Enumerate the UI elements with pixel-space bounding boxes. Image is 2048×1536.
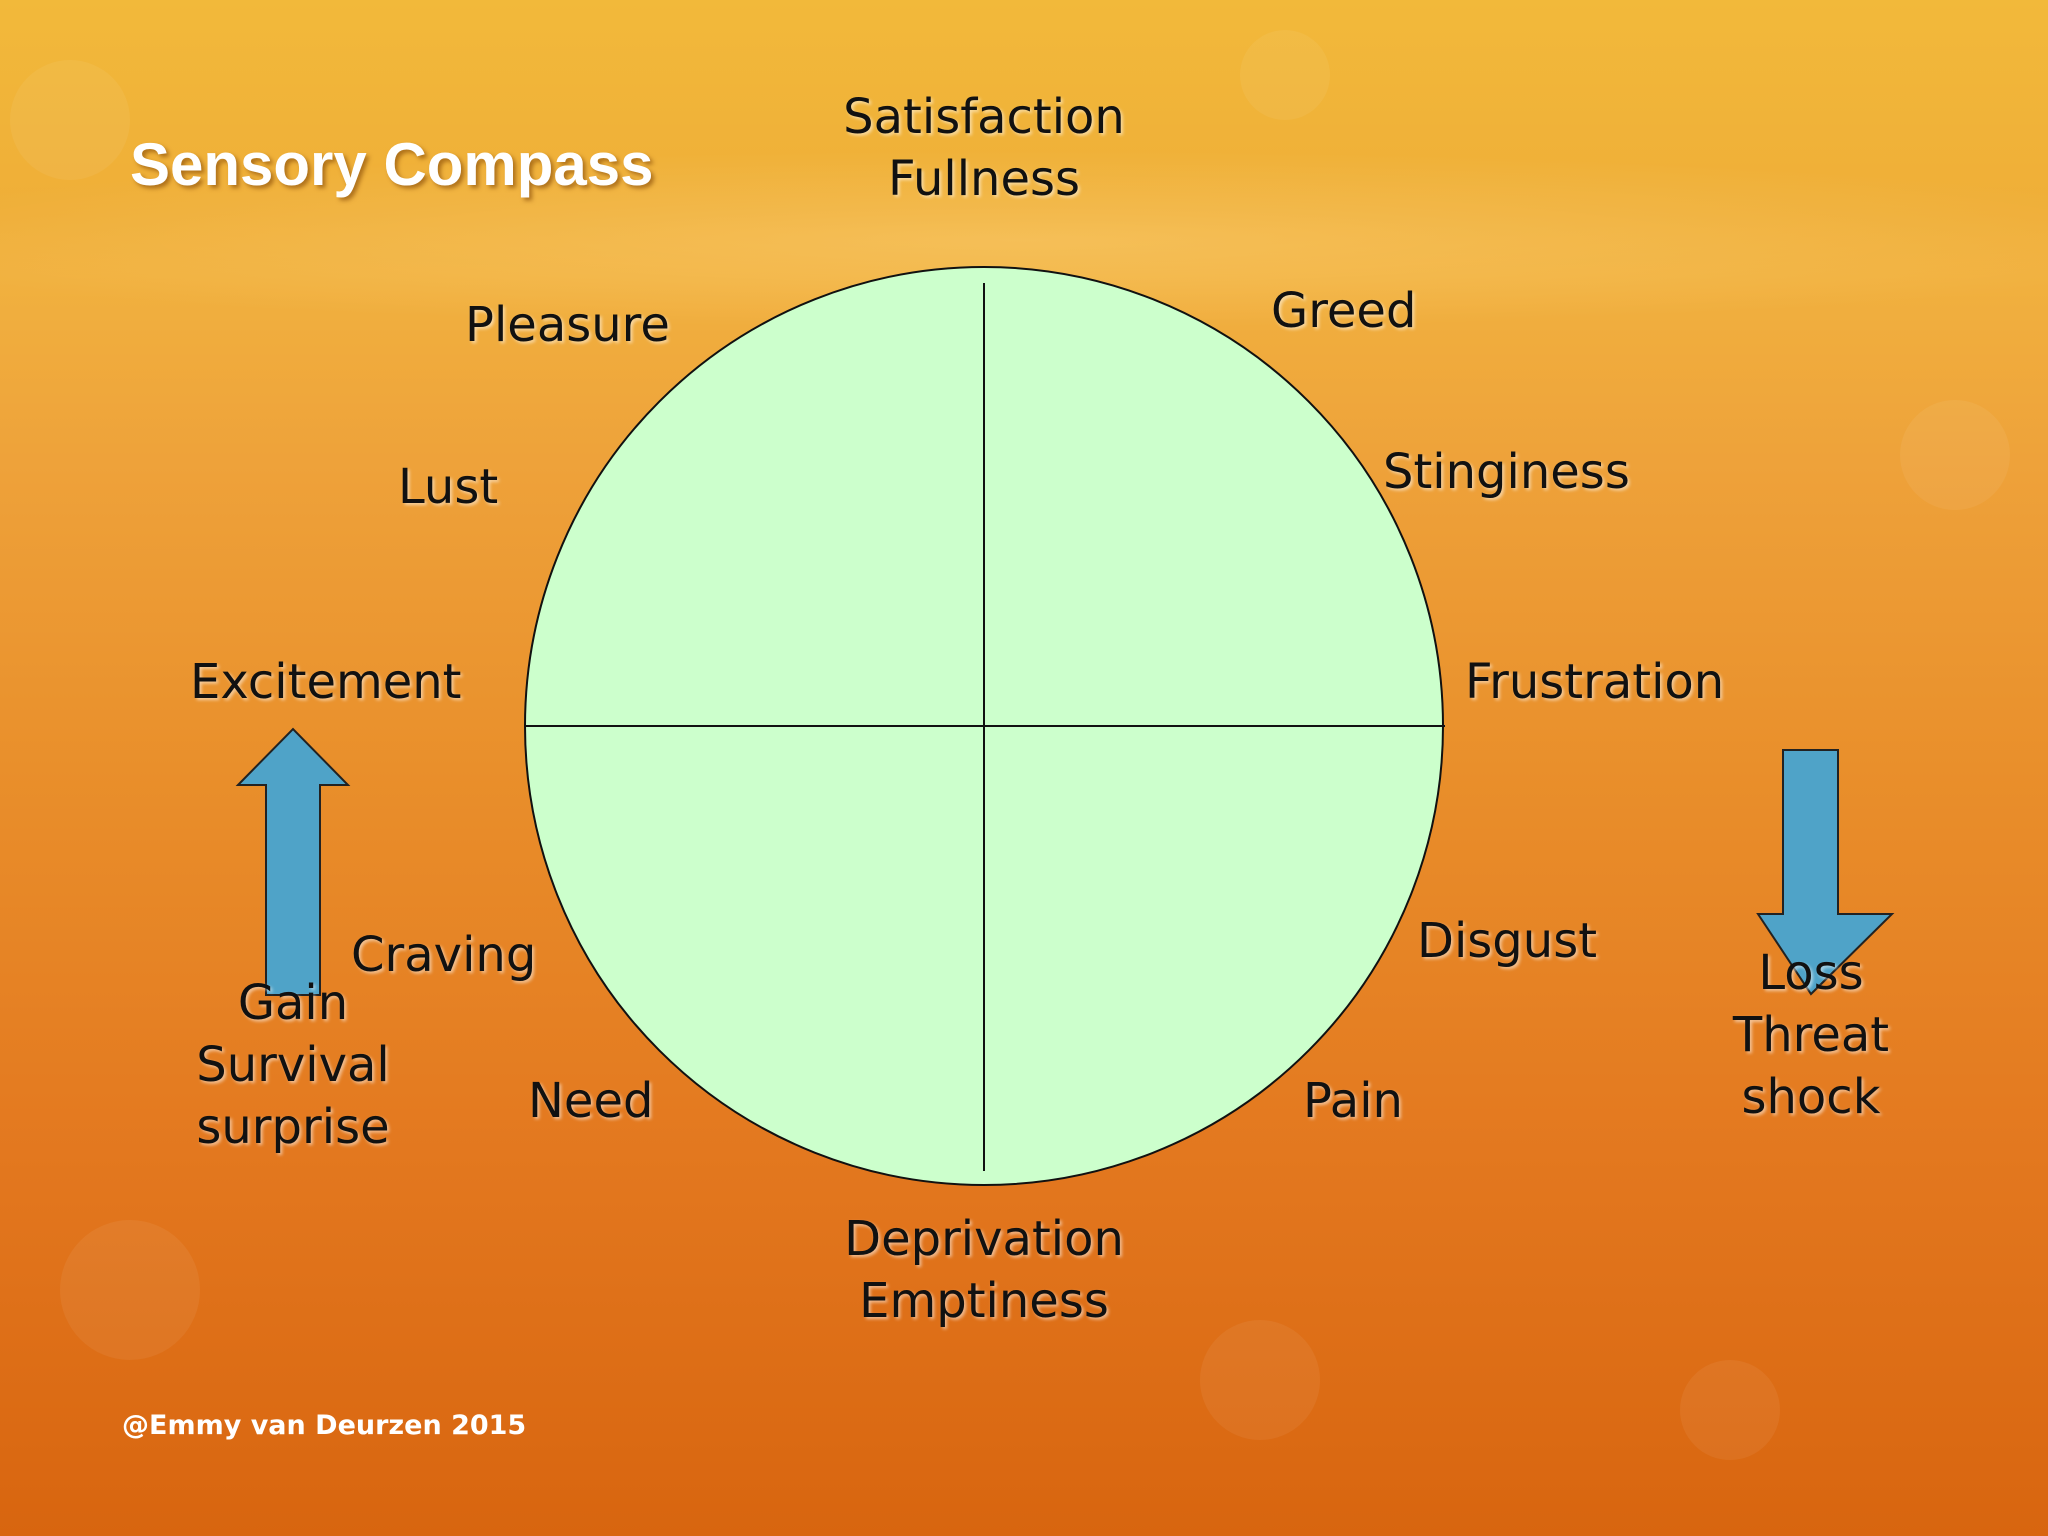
label-gain-survival-surprise: Gain Survival surprise [196,972,390,1158]
copyright-footer: @Emmy van Deurzen 2015 [122,1410,527,1441]
label-need: Need [528,1073,654,1129]
label-gain: Gain [237,975,349,1031]
label-lust: Lust [398,459,499,515]
label-greed: Greed [1271,283,1417,339]
label-stinginess: Stinginess [1383,444,1630,500]
label-threat: Threat [1732,1007,1890,1063]
label-surprise: surprise [196,1099,390,1155]
label-pain: Pain [1303,1073,1403,1129]
background-flower [1240,30,1330,120]
label-satisfaction-fullness: Satisfaction Fullness [843,86,1125,210]
down-arrow-icon [1756,749,1895,996]
label-excitement: Excitement [190,654,462,710]
label-pleasure: Pleasure [465,297,670,353]
up-arrow-icon [235,727,351,996]
label-shock: shock [1741,1069,1881,1125]
slide-title: Sensory Compass [130,131,654,198]
label-survival: Survival [196,1037,390,1093]
label-loss-threat-shock: Loss Threat shock [1733,942,1889,1128]
background-flower [1200,1320,1320,1440]
background-flower [1680,1360,1780,1460]
label-frustration: Frustration [1465,654,1725,710]
label-fullness: Fullness [887,151,1081,207]
label-deprivation-emptiness: Deprivation Emptiness [844,1208,1124,1332]
background-flower [60,1220,200,1360]
label-satisfaction: Satisfaction [843,89,1125,145]
label-disgust: Disgust [1417,913,1598,969]
label-loss: Loss [1758,945,1864,1001]
background-flower [10,60,130,180]
label-craving: Craving [351,927,537,983]
label-emptiness: Emptiness [859,1273,1109,1329]
label-deprivation: Deprivation [844,1211,1124,1267]
background-flower [1900,400,2010,510]
